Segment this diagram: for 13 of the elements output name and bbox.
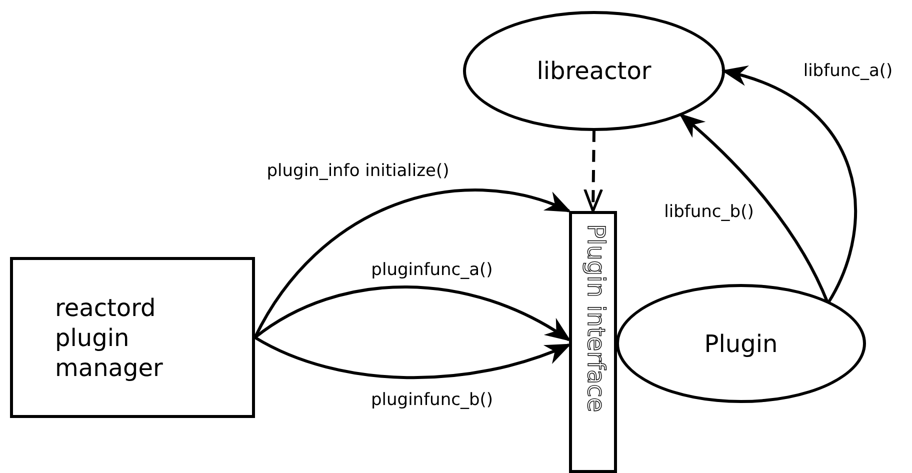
arrow [254, 336, 572, 380]
node-label: libreactor [536, 56, 652, 86]
arrow [679, 113, 829, 302]
ellipse-node [463, 11, 725, 131]
node-label: Plugin [704, 328, 778, 358]
interface-bar [569, 211, 617, 473]
node-label: reactord plugin manager [55, 292, 164, 382]
ellipse-node [616, 284, 866, 403]
dashed-arrow [584, 130, 603, 212]
arrow [254, 188, 572, 338]
node-label: Plugin interface [582, 224, 610, 412]
arrow [254, 285, 572, 342]
process-box [10, 257, 255, 418]
